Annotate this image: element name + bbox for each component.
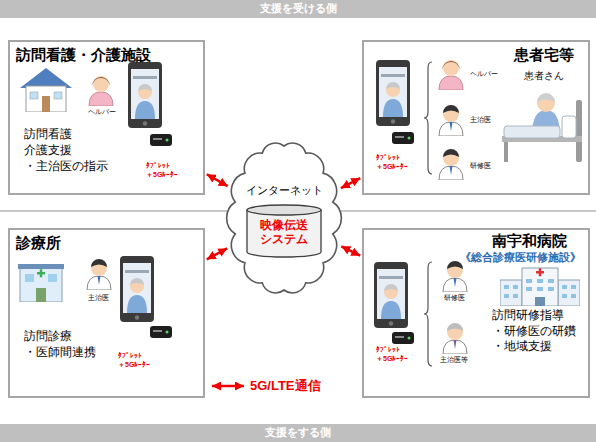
network-link-arrow bbox=[341, 246, 360, 255]
network-link-arrow bbox=[341, 178, 360, 188]
video-system-cylinder: 映像伝送 システム bbox=[246, 204, 322, 258]
node-text: 主治医 bbox=[470, 116, 491, 125]
node-heading: 患者宅等 bbox=[514, 46, 574, 65]
network-link-arrow bbox=[207, 174, 228, 186]
node-text: ﾀﾌﾞﾚｯﾄ ＋5Gﾙｰﾀｰ bbox=[376, 346, 408, 364]
node-text: 《総合診療医研修施設》 bbox=[460, 251, 581, 265]
node-text: 主治医等 bbox=[440, 356, 468, 365]
header-band: 支援を受ける側 bbox=[0, 0, 596, 18]
internet-cloud: インターネット映像伝送 システム bbox=[226, 138, 342, 298]
node-text: 研修医 bbox=[444, 294, 465, 303]
care-facility-illustration bbox=[20, 62, 172, 146]
facility-box: 訪問看護・介護施設ヘルパー訪問看護 介護支援 ・主治医の指示 ﾀﾌﾞﾚｯﾄ ＋5G… bbox=[8, 40, 205, 195]
node-text: ﾀﾌﾞﾚｯﾄ ＋5Gﾙｰﾀｰ bbox=[376, 154, 408, 172]
node-heading: 映像伝送 システム bbox=[246, 218, 322, 247]
node-heading: 訪問看護・介護施設 bbox=[16, 46, 151, 65]
node-text: ヘルパー bbox=[88, 108, 116, 117]
clinic-illustration bbox=[18, 256, 172, 338]
legend-arrow bbox=[212, 385, 244, 388]
node-text: 訪問診療 ・医師間連携 bbox=[24, 328, 96, 360]
node-heading: 診療所 bbox=[16, 234, 61, 253]
node-text: 訪問看護 介護支援 ・主治医の指示 bbox=[24, 126, 108, 175]
node-heading: 支援を受ける側 bbox=[0, 2, 596, 16]
node-heading: インターネット bbox=[226, 184, 342, 198]
node-text: 訪問研修指導 ・研修医の研鑽 ・地域支援 bbox=[492, 308, 576, 355]
node-text: 研修医 bbox=[470, 162, 491, 171]
legend-label: 5G/LTE通信 bbox=[250, 377, 321, 395]
hospital-box: 南宇和病院《総合診療医研修施設》研修医主治医等 訪問研修指導 ・研修医の研鑽 ・地… bbox=[362, 228, 590, 398]
node-text: 主治医 bbox=[88, 294, 109, 303]
hospital-illustration bbox=[374, 261, 580, 366]
node-text: ﾀﾌﾞﾚｯﾄ ＋5Gﾙｰﾀｰ bbox=[118, 352, 150, 370]
node-heading: 南宇和病院 bbox=[492, 232, 567, 251]
node-text: ﾀﾌﾞﾚｯﾄ ＋5Gﾙｰﾀｰ bbox=[146, 162, 178, 180]
footer-band: 支援をする側 bbox=[0, 424, 596, 442]
node-text: ヘルパー bbox=[470, 70, 498, 79]
patient-home-box: 患者宅等ヘルパー主治医研修医 患者さん ﾀﾌﾞﾚｯﾄ ＋5Gﾙｰﾀｰ bbox=[362, 40, 590, 195]
network-link-arrow bbox=[207, 248, 228, 259]
node-text: 患者さん bbox=[524, 70, 564, 83]
node-heading: 支援をする側 bbox=[0, 426, 596, 440]
patient-home-illustration bbox=[376, 60, 582, 180]
clinic-box: 診療所主治医訪問診療 ・医師間連携 ﾀﾌﾞﾚｯﾄ ＋5Gﾙｰﾀｰ bbox=[8, 228, 205, 398]
